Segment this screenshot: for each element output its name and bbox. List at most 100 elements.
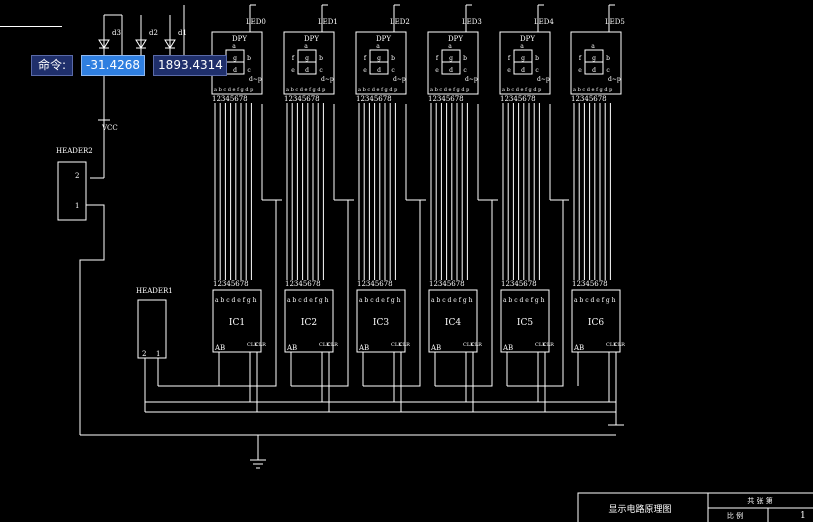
ic-input-labels: a b c d e f g h (574, 297, 616, 304)
ic-pin-clr: CLR (543, 342, 554, 348)
segment-g-label: g (233, 55, 237, 62)
ic-label: IC4 (445, 318, 461, 328)
ic-block (428, 289, 478, 353)
segment-e-label: e (291, 67, 295, 74)
led-pin-numbers: 12345678 (212, 95, 248, 103)
chain-wire (507, 199, 569, 387)
segment-c-label: c (463, 67, 467, 74)
segment-g-label: g (449, 55, 453, 62)
led-pin-labels: a b c d e f g d p (502, 87, 541, 93)
ic-label: IC1 (229, 318, 245, 328)
led-pin-labels: a b c d e f g d p (358, 87, 397, 93)
ic-block (212, 289, 262, 353)
segment-c-label: c (247, 67, 251, 74)
ic-label: IC6 (588, 318, 604, 328)
segment-e-label: e (578, 67, 582, 74)
ic-pin-ab: AB (502, 344, 513, 352)
header1-block (137, 299, 167, 359)
segment-f-label: f (364, 55, 367, 62)
segment-b-label: b (247, 55, 251, 62)
ic-block (356, 289, 406, 353)
ic-block (284, 289, 334, 353)
diode-label: d2 (149, 29, 158, 37)
crosshair-cursor (0, 26, 62, 27)
led-block (427, 31, 479, 95)
led-pin-numbers: 12345678 (356, 95, 392, 103)
segment-a-label: a (304, 43, 308, 50)
header2-pin-label: 2 (75, 172, 79, 180)
led-display-label: DPY (520, 35, 535, 43)
ic-pin-clk: CLK (463, 342, 474, 348)
header2-ground-wire (79, 204, 105, 435)
led-label: LED3 (462, 18, 482, 26)
segment-b-label: b (319, 55, 323, 62)
seven-segment-icon (369, 49, 389, 75)
led-label: LED1 (318, 18, 338, 26)
ic-pin-ab: AB (358, 344, 369, 352)
segment-g-label: g (377, 55, 381, 62)
ic-label: IC5 (517, 318, 533, 328)
segment-b-label: b (606, 55, 610, 62)
ic-pin-numbers: 12345678 (501, 280, 537, 288)
segment-a-label: a (376, 43, 380, 50)
sheet-count-label: 共 张 第 (747, 496, 772, 505)
segment-a-label: a (448, 43, 452, 50)
ic-pin-clr: CLR (399, 342, 410, 348)
ic-pin-numbers: 12345678 (429, 280, 465, 288)
led-pin-numbers: 12345678 (500, 95, 536, 103)
led-pin-numbers: 12345678 (284, 95, 320, 103)
led-pin-labels: a b c d e f g d p (286, 87, 325, 93)
segment-e-label: e (435, 67, 439, 74)
ic-pin-clk: CLK (319, 342, 330, 348)
ic-pin-numbers: 12345678 (572, 280, 608, 288)
header1-pin-label: 2 (142, 350, 146, 358)
led-pin-numbers: 12345678 (571, 95, 607, 103)
x-coordinate-input[interactable]: -31.4268 (81, 55, 146, 76)
chain-wire (363, 199, 426, 387)
led-block (499, 31, 551, 95)
segment-dp-label: d~p (393, 76, 406, 83)
led-display-label: DPY (376, 35, 391, 43)
segment-d-label: d (377, 67, 381, 74)
ic-pin-clk: CLK (606, 342, 617, 348)
segment-c-label: c (606, 67, 610, 74)
led-display-label: DPY (304, 35, 319, 43)
segment-d-label: d (305, 67, 309, 74)
diode-label: d1 (178, 29, 187, 37)
ic-pin-clk: CLK (535, 342, 546, 348)
segment-f-label: f (579, 55, 582, 62)
command-bar[interactable]: 命令: -31.4268 1893.4314 (31, 55, 228, 76)
segment-e-label: e (363, 67, 367, 74)
segment-dp-label: d~p (465, 76, 478, 83)
segment-g-label: g (521, 55, 525, 62)
header2-label: HEADER2 (56, 147, 93, 155)
segment-dp-label: d~p (249, 76, 262, 83)
vcc-label: VCC (101, 124, 118, 132)
ic-label: IC3 (373, 318, 389, 328)
scale-label: 比 例 (727, 511, 743, 520)
ic-pin-clr: CLR (327, 342, 338, 348)
header2-block (57, 161, 87, 221)
led-pin-labels: a b c d e f g d p (573, 87, 612, 93)
ic-pin-ab: AB (430, 344, 441, 352)
segment-g-label: g (305, 55, 309, 62)
segment-d-label: d (592, 67, 596, 74)
segment-f-label: f (436, 55, 439, 62)
segment-c-label: c (535, 67, 539, 74)
chain-wire (435, 199, 498, 387)
segment-f-label: f (508, 55, 511, 62)
ic-pin-clr: CLR (614, 342, 625, 348)
seven-segment-icon (513, 49, 533, 75)
ic-pin-ab: AB (573, 344, 584, 352)
seven-segment-icon (584, 49, 604, 75)
led-block (355, 31, 407, 95)
led-block (283, 31, 335, 95)
y-coordinate-input[interactable]: 1893.4314 (153, 55, 228, 76)
segment-dp-label: d~p (608, 76, 621, 83)
chain-wire (291, 199, 354, 387)
segment-d-label: d (521, 67, 525, 74)
ic-input-labels: a b c d e f g h (215, 297, 257, 304)
led-label: LED0 (246, 18, 266, 26)
segment-d-label: d (449, 67, 453, 74)
